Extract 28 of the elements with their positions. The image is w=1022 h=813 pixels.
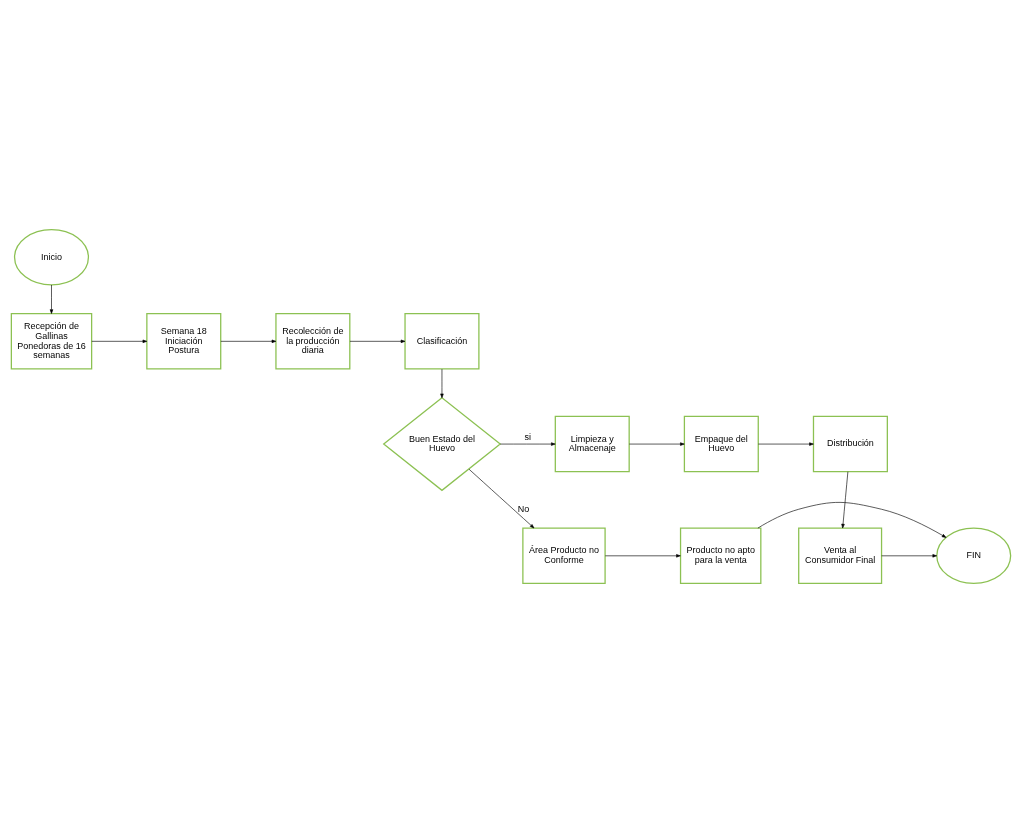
arrow bbox=[499, 442, 556, 446]
arrow bbox=[604, 554, 681, 558]
node-box: Distribución bbox=[812, 415, 888, 473]
arrow bbox=[49, 284, 54, 314]
arrow bbox=[349, 339, 406, 343]
node-box: Recolección de la producción diaria bbox=[275, 313, 351, 370]
node-box: Área Producto no Conforme bbox=[522, 527, 606, 585]
node-box: Recepción de Gallinas Ponedoras de 16 semanas bbox=[10, 313, 93, 370]
node-ellipse: Inicio bbox=[13, 228, 90, 286]
node-box: Semana 18 Iniciación Postura bbox=[146, 313, 222, 370]
node-ellipse: FIN bbox=[936, 527, 1012, 585]
edge-label: No bbox=[517, 503, 530, 514]
node-box: Limpieza y Almacenaje bbox=[554, 415, 630, 473]
node-box: Venta al Consumidor Final bbox=[798, 527, 883, 585]
arrow bbox=[91, 339, 148, 343]
arrow bbox=[841, 471, 849, 529]
node-box: Empaque del Huevo bbox=[683, 415, 759, 473]
arrow bbox=[881, 554, 937, 558]
node-box: Producto no apto para la venta bbox=[679, 527, 762, 585]
arrow bbox=[440, 368, 444, 399]
arrow bbox=[628, 442, 685, 446]
arrow bbox=[758, 442, 814, 446]
node-box: Clasificación bbox=[404, 313, 480, 370]
node-diamond: Buen Estado del Huevo bbox=[382, 397, 502, 492]
arrow bbox=[468, 468, 535, 529]
edge-label: si bbox=[524, 431, 531, 442]
arrow bbox=[220, 339, 277, 343]
arrow bbox=[757, 502, 947, 538]
